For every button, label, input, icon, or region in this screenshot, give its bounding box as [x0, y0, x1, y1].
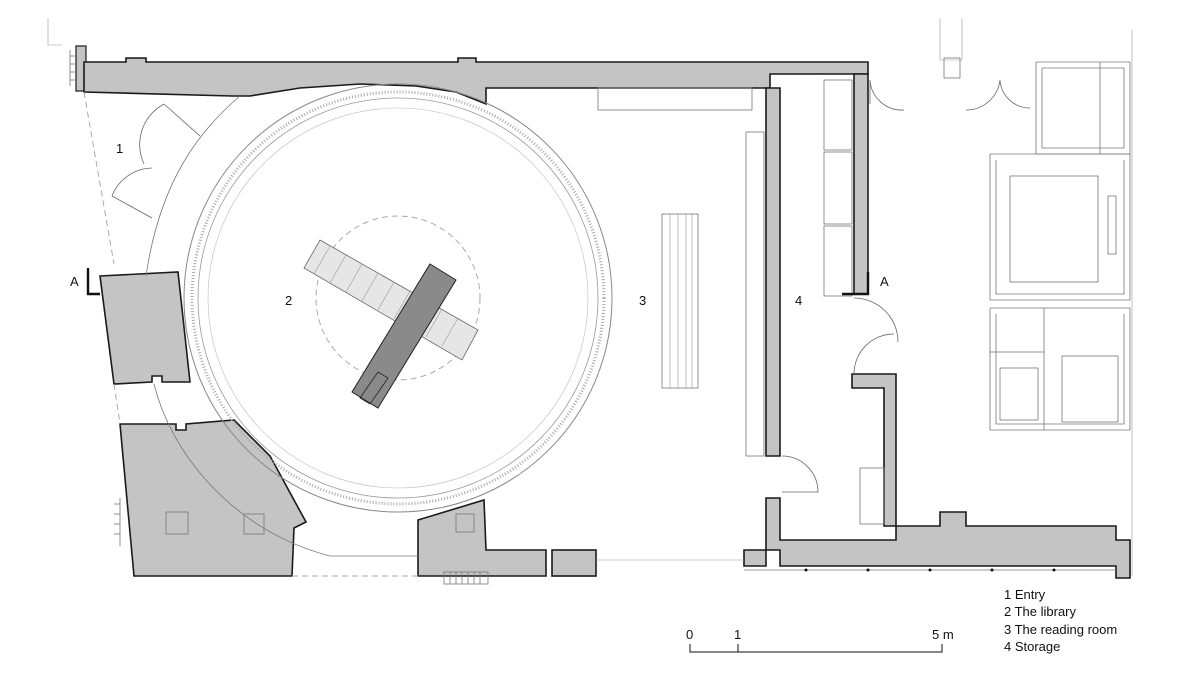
site-boundary — [83, 91, 418, 577]
section-marker-left: A — [70, 268, 100, 296]
south-wall-middle — [417, 498, 547, 577]
scale-bar: 0 1 5 m — [686, 627, 954, 653]
section-marker-right: A — [842, 272, 889, 296]
entry-doors — [111, 103, 201, 219]
room-number-entry: 1 — [116, 141, 123, 156]
entry-curved-glazing-south — [153, 383, 418, 557]
skylight-outline — [315, 215, 481, 381]
adjacent-building — [869, 18, 1133, 576]
room-number-storage: 4 — [795, 293, 802, 308]
west-window — [114, 498, 121, 546]
library-drum — [183, 83, 613, 513]
library-bridge — [303, 239, 479, 409]
column-a — [165, 511, 189, 535]
column-b — [243, 513, 265, 535]
storage-partition — [853, 73, 869, 295]
svg-text:A: A — [880, 274, 889, 289]
corner-fragment — [47, 18, 87, 92]
column-c — [455, 513, 475, 533]
room-number-library: 2 — [285, 293, 292, 308]
legend-item: 3 The reading room — [1004, 622, 1117, 637]
south-wall-east — [743, 497, 1131, 579]
storage-partition-lower — [851, 373, 897, 527]
south-steps — [443, 571, 489, 585]
scale-tick-0: 0 — [686, 627, 693, 642]
west-wall-block — [99, 271, 191, 385]
legend-item: 1 Entry — [1004, 587, 1046, 602]
north-wall — [83, 57, 869, 106]
entry-curved-glazing — [145, 95, 241, 277]
reading-room-furniture — [597, 87, 765, 457]
south-glazing-east — [744, 568, 1116, 572]
scale-tick-1: 1 — [734, 627, 741, 642]
east-wall-reading-room — [765, 87, 781, 457]
legend-item: 2 The library — [1004, 604, 1077, 619]
south-wall-segment — [551, 549, 597, 577]
svg-text:A: A — [70, 274, 79, 289]
legend-item: 4 Storage — [1004, 639, 1060, 654]
room-number-reading-room: 3 — [639, 293, 646, 308]
southwest-wall-block — [119, 419, 308, 577]
legend: 1 Entry 2 The library 3 The reading room… — [1004, 587, 1117, 654]
storage-shelving — [781, 79, 899, 525]
scale-tick-5: 5 m — [932, 627, 954, 642]
